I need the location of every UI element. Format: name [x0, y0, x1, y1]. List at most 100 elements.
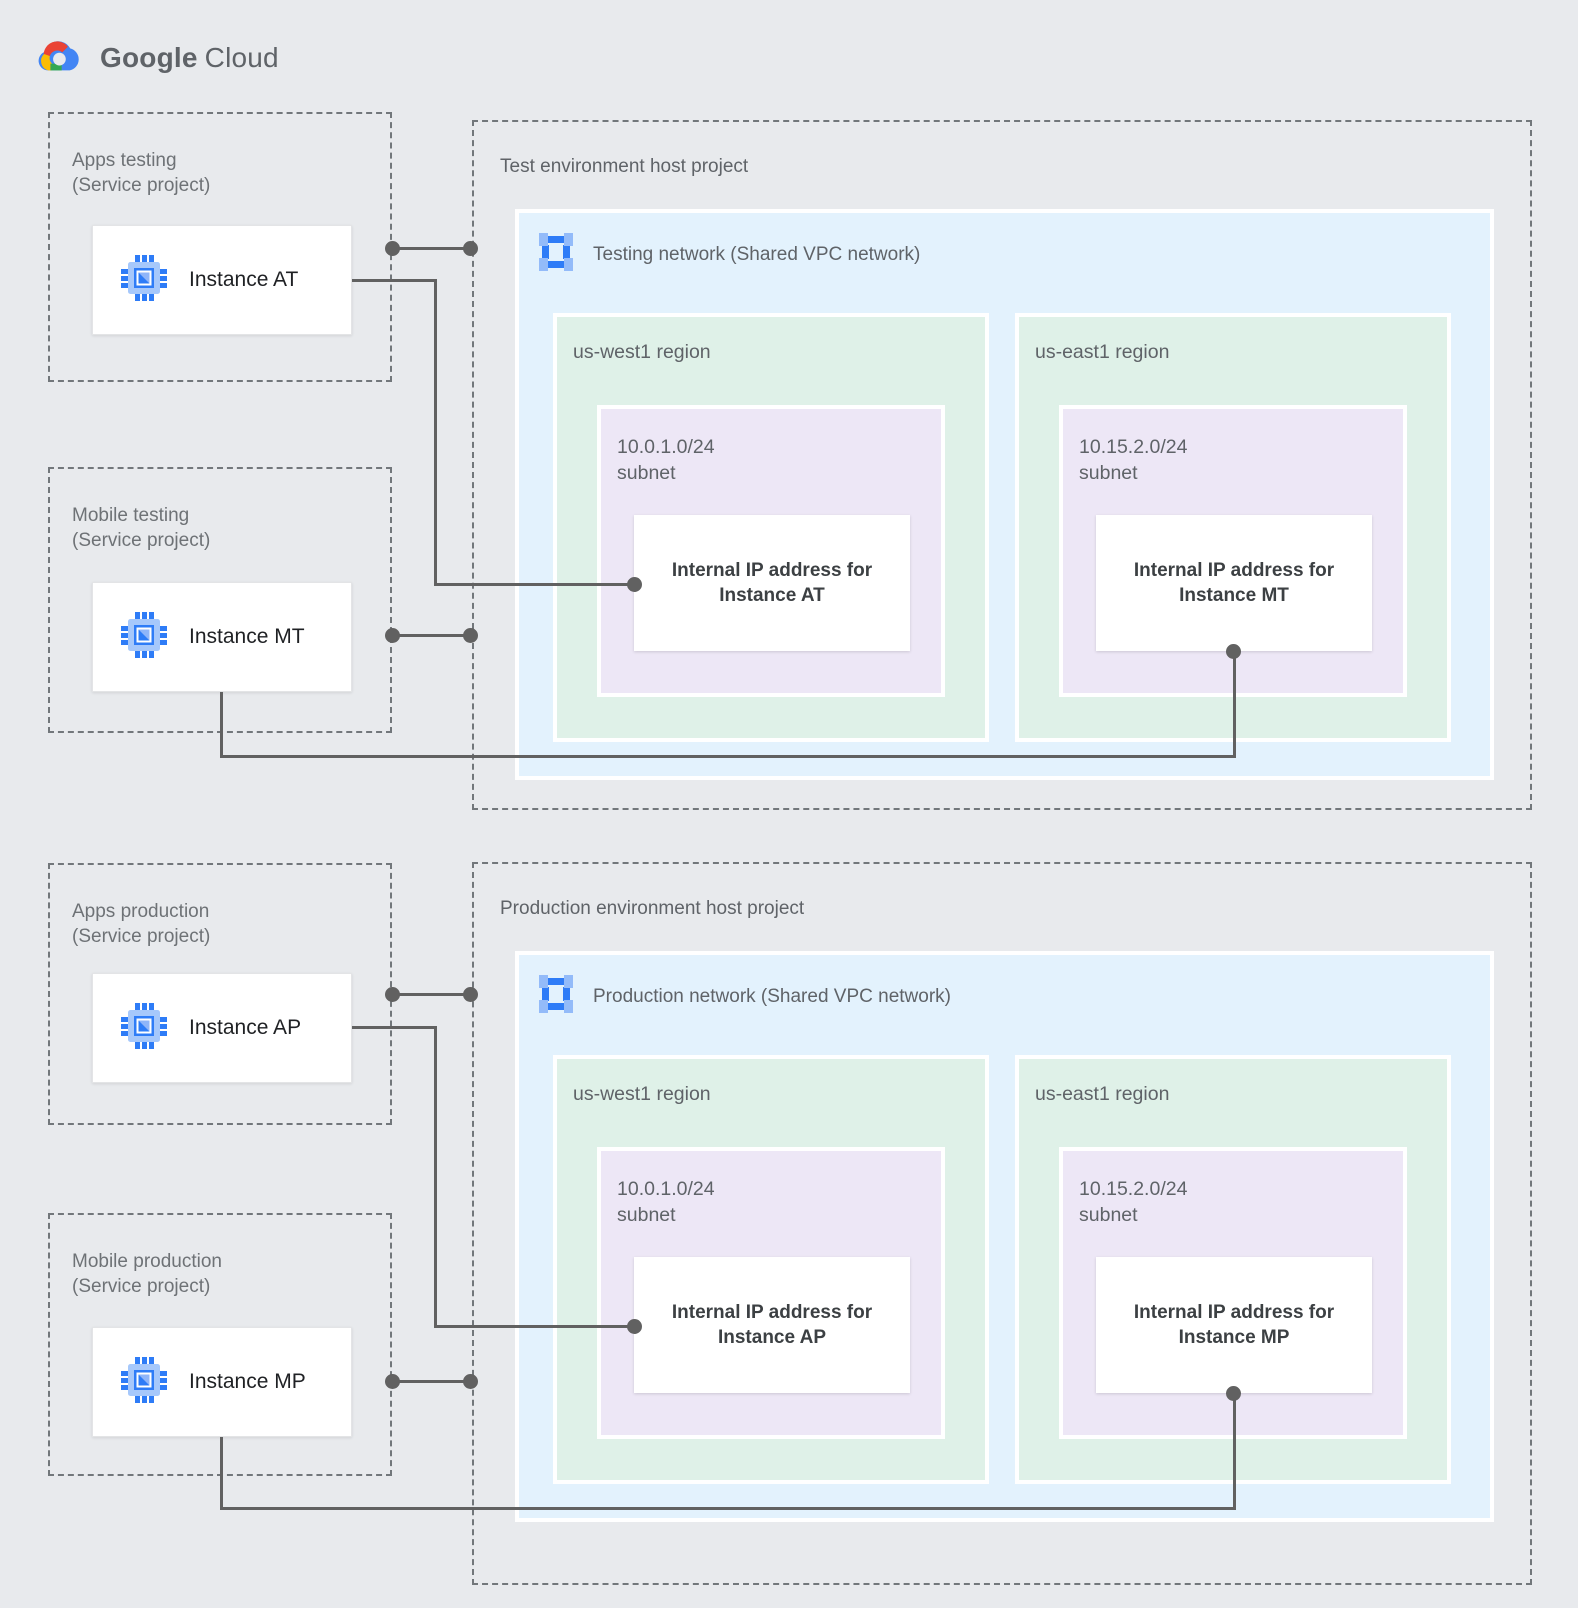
ip-text-line1: Internal IP address for	[671, 1302, 873, 1323]
region-label: us-east1 region	[1035, 1083, 1170, 1105]
subnet-word: subnet	[617, 462, 676, 484]
brand-google: Google	[100, 42, 198, 73]
connector-apps-testing-host	[392, 247, 470, 250]
internal-ip-box-mt: Internal IP address for Instance MT	[1096, 515, 1372, 651]
region-label: us-east1 region	[1035, 341, 1170, 363]
instance-card-at: Instance AT	[92, 225, 352, 335]
ip-text-line1: Internal IP address for	[1133, 560, 1335, 581]
subnet-word: subnet	[617, 1204, 676, 1226]
host-project-title: Test environment host project	[500, 156, 749, 177]
instance-label: Instance MT	[189, 625, 305, 648]
service-project-sub: (Service project)	[72, 530, 211, 551]
connector-instance-mp-segment	[220, 1437, 223, 1510]
instance-card-ap: Instance AP	[92, 973, 352, 1083]
service-project-sub: (Service project)	[72, 926, 211, 947]
instance-label: Instance AT	[189, 268, 299, 291]
compute-engine-icon-slot	[121, 254, 167, 306]
region-label: us-west1 region	[573, 341, 711, 363]
subnet-cidr: 10.15.2.0/24	[1079, 436, 1188, 458]
subnet-word: subnet	[1079, 462, 1138, 484]
instance-card-mt: Instance MT	[92, 582, 352, 692]
compute-engine-icon	[121, 1002, 167, 1049]
connector-dot	[1226, 1386, 1241, 1401]
google-cloud-logo-icon	[38, 41, 79, 71]
connector-dot	[385, 241, 400, 256]
service-project-sub: (Service project)	[72, 1276, 211, 1297]
service-project-label: Apps testing (Service project)	[50, 114, 390, 198]
subnet-cidr: 10.15.2.0/24	[1079, 1178, 1188, 1200]
vpc-network-icon	[539, 233, 573, 271]
ip-text-line1: Internal IP address for	[671, 560, 873, 581]
connector-dot	[463, 241, 478, 256]
compute-engine-icon	[121, 611, 167, 658]
connector-instance-at-segment	[352, 279, 437, 282]
network-label: Production network (Shared VPC network)	[593, 985, 951, 1007]
connector-instance-mt-segment	[220, 755, 1236, 758]
instance-label: Instance MP	[189, 1370, 306, 1393]
network-header: Production network (Shared VPC network)	[537, 975, 951, 1018]
connector-dot	[627, 577, 642, 592]
service-project-name: Mobile production	[72, 1251, 222, 1272]
connector-dot	[463, 987, 478, 1002]
connector-instance-ap-segment	[434, 1026, 437, 1327]
connector-mobile-testing-host	[392, 634, 470, 637]
instance-label: Instance AP	[189, 1016, 302, 1039]
compute-engine-icon	[121, 254, 167, 301]
service-project-label: Apps production (Service project)	[50, 865, 390, 949]
vpc-network-icon	[539, 975, 573, 1013]
connector-dot	[1226, 644, 1241, 659]
network-header: Testing network (Shared VPC network)	[537, 233, 920, 276]
connector-instance-mp-segment	[220, 1507, 1236, 1510]
ip-text-line2: Instance MP	[1178, 1327, 1290, 1348]
connector-dot	[627, 1319, 642, 1334]
subnet-label: 10.0.1.0/24 subnet	[601, 1151, 941, 1228]
host-project-production: Production environment host project	[472, 862, 1532, 1585]
subnet-label: 10.15.2.0/24 subnet	[1063, 1151, 1403, 1228]
connector-apps-production-host	[392, 993, 470, 996]
ip-text-line2: Instance AP	[717, 1327, 827, 1348]
service-project-label: Mobile testing (Service project)	[50, 469, 390, 553]
subnet-cidr: 10.0.1.0/24	[617, 1178, 715, 1200]
connector-instance-ap-segment	[434, 1325, 634, 1328]
subnet-word: subnet	[1079, 1204, 1138, 1226]
brand-cloud: Cloud	[204, 42, 279, 73]
compute-engine-icon-slot	[121, 611, 167, 663]
connector-instance-mt-segment	[1233, 651, 1236, 758]
connector-dot	[385, 987, 400, 1002]
service-project-name: Apps production	[72, 901, 210, 922]
internal-ip-box-ap: Internal IP address for Instance AP	[634, 1257, 910, 1393]
region-label: us-west1 region	[573, 1083, 711, 1105]
instance-card-mp: Instance MP	[92, 1327, 352, 1437]
service-project-label: Mobile production (Service project)	[50, 1215, 390, 1299]
compute-engine-icon-slot	[121, 1356, 167, 1408]
connector-instance-mt-segment	[220, 692, 223, 758]
compute-engine-icon-slot	[121, 1002, 167, 1054]
vpc-network-icon-slot	[537, 233, 575, 276]
vpc-network-icon-slot	[537, 975, 575, 1018]
connector-dot	[463, 1374, 478, 1389]
subnet-label: 10.0.1.0/24 subnet	[601, 409, 941, 486]
connector-dot	[385, 1374, 400, 1389]
subnet-label: 10.15.2.0/24 subnet	[1063, 409, 1403, 486]
connector-instance-mp-segment	[1233, 1393, 1236, 1510]
connector-mobile-production-host	[392, 1380, 470, 1383]
subnet-cidr: 10.0.1.0/24	[617, 436, 715, 458]
connector-instance-at-segment	[434, 583, 634, 586]
connector-dot	[385, 628, 400, 643]
host-project-title: Production environment host project	[500, 898, 805, 919]
ip-text-line2: Instance MT	[1179, 585, 1289, 606]
connector-instance-at-segment	[434, 279, 437, 586]
connector-dot	[463, 628, 478, 643]
host-project-test: Test environment host project	[472, 120, 1532, 810]
service-project-name: Mobile testing	[72, 505, 190, 526]
internal-ip-box-at: Internal IP address for Instance AT	[634, 515, 910, 651]
network-label: Testing network (Shared VPC network)	[593, 243, 921, 265]
service-project-sub: (Service project)	[72, 175, 211, 196]
compute-engine-icon	[121, 1356, 167, 1403]
internal-ip-box-mp: Internal IP address for Instance MP	[1096, 1257, 1372, 1393]
ip-text-line1: Internal IP address for	[1133, 1302, 1335, 1323]
ip-text-line2: Instance AT	[719, 585, 825, 606]
